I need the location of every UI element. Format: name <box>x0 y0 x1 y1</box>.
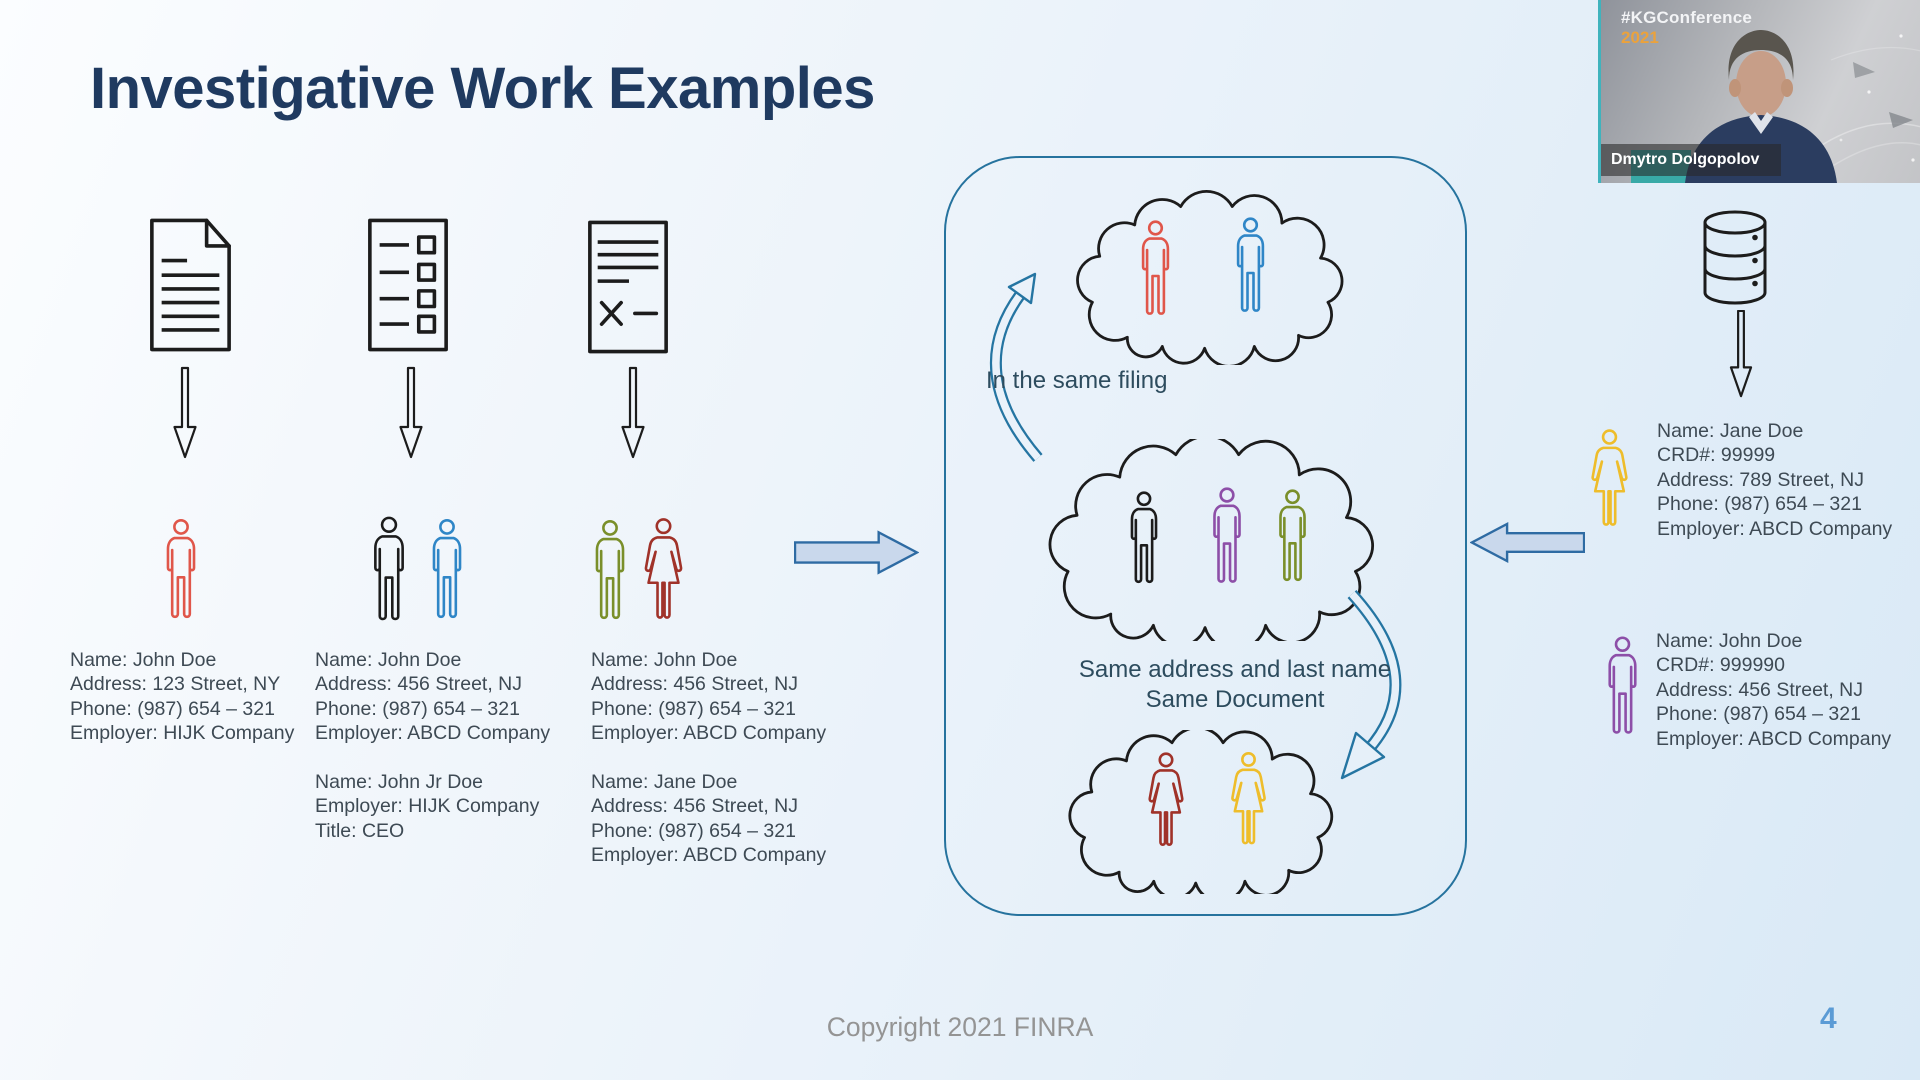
record-line: Address: 456 Street, NJ <box>591 795 799 818</box>
record-block: Name: John Doe Address: 456 Street, NJ P… <box>591 648 826 746</box>
paper-plane-icon <box>1889 112 1913 128</box>
record-line: Address: 123 Street, NY <box>70 673 281 696</box>
black-male-person-icon <box>367 510 411 632</box>
purple-male-person-icon <box>1206 487 1248 588</box>
record-line: Employer: ABCD Company <box>591 844 827 867</box>
purple-male-person-icon <box>1600 636 1645 739</box>
curved-arrow-icon <box>989 272 1043 462</box>
cloud-icon <box>1056 730 1350 894</box>
record-line: CRD#: 999990 <box>1656 654 1785 677</box>
record-line: Address: 456 Street, NJ <box>1656 678 1864 701</box>
record-line: Phone: (987) 654 – 321 <box>591 697 796 720</box>
black-male-person-icon <box>1124 491 1164 588</box>
curved-arrow-icon <box>1340 589 1402 780</box>
database-icon <box>1698 209 1772 306</box>
record-line: Name: John Doe <box>70 649 217 671</box>
down-arrow-icon <box>621 365 645 461</box>
cluster-label-same-filing: In the same filing <box>986 367 1168 394</box>
record-line: Address: 789 Street, NJ <box>1657 468 1865 491</box>
speaker-name-badge: Dmytro Dolgopolov <box>1601 144 1781 176</box>
green-male-person-icon <box>1272 489 1313 586</box>
record-line: Name: John Doe <box>315 649 462 671</box>
darkred-female-person-icon <box>640 510 687 632</box>
record-line: Employer: HIJK Company <box>315 795 540 818</box>
record-block: Name: John Doe Address: 456 Street, NJ P… <box>315 648 550 746</box>
record-block: Name: Jane Doe CRD#: 99999 Address: 789 … <box>1657 419 1892 541</box>
red-male-person-icon <box>160 510 202 632</box>
page-title: Investigative Work Examples <box>90 56 875 121</box>
down-arrow-icon <box>399 365 423 461</box>
cloud-icon <box>1074 188 1350 365</box>
record-line: Employer: ABCD Company <box>1657 517 1893 540</box>
record-line: Phone: (987) 654 – 321 <box>315 697 520 720</box>
record-block: Name: Jane Doe Address: 456 Street, NJ P… <box>591 770 826 868</box>
paper-plane-icon <box>1853 62 1875 78</box>
speaker-name: Dmytro Dolgopolov <box>1611 151 1760 168</box>
cluster-label-same-address: Same address and last name Same Document <box>1055 655 1415 715</box>
red-male-person-icon <box>1135 220 1176 320</box>
record-line: Name: Jane Doe <box>591 771 738 793</box>
document-strikethrough-icon <box>584 218 672 356</box>
right-block-arrow-icon <box>794 530 919 575</box>
record-line: CRD#: 99999 <box>1657 444 1776 467</box>
document-checklist-icon <box>364 216 452 354</box>
record-line: Employer: HIJK Company <box>70 722 295 745</box>
record-line: Name: John Doe <box>1656 630 1803 652</box>
blue-male-person-icon <box>1230 217 1271 317</box>
record-line: Phone: (987) 654 – 321 <box>1656 703 1861 726</box>
down-arrow-icon <box>1729 310 1753 398</box>
darkred-female-person-icon <box>1144 752 1188 851</box>
record-line: Employer: ABCD Company <box>315 722 551 745</box>
record-block: Name: John Doe Address: 123 Street, NY P… <box>70 648 294 746</box>
record-line: Name: John Jr Doe <box>315 771 483 793</box>
record-block: Name: John Doe CRD#: 999990 Address: 456… <box>1656 629 1891 751</box>
copyright-text: Copyright 2021 FINRA <box>826 1012 1094 1042</box>
yellow-female-person-icon <box>1227 751 1270 850</box>
record-block: Name: John Jr Doe Employer: HIJK Company… <box>315 770 539 843</box>
blue-male-person-icon <box>426 510 468 632</box>
record-line: Employer: ABCD Company <box>591 722 827 745</box>
green-male-person-icon <box>589 512 631 632</box>
yellow-female-person-icon <box>1587 428 1632 532</box>
resolution-panel <box>944 156 1467 916</box>
record-line: Name: John Doe <box>591 649 738 671</box>
record-line: Employer: ABCD Company <box>1656 727 1892 750</box>
cluster-label-line: Same Document <box>1145 686 1325 713</box>
cluster-label-line: Same address and last name <box>1078 656 1392 683</box>
down-arrow-icon <box>173 365 197 461</box>
speaker-video: #KGConference 2021 Dmytro Dolgopolov <box>1598 0 1920 183</box>
record-line: Phone: (987) 654 – 321 <box>1657 493 1862 516</box>
page-number: 4 <box>1820 1002 1837 1035</box>
conference-year: 2021 <box>1621 28 1659 47</box>
record-line: Address: 456 Street, NJ <box>315 673 523 696</box>
conference-hashtag: #KGConference <box>1621 8 1753 27</box>
left-block-arrow-icon <box>1470 521 1585 564</box>
record-line: Name: Jane Doe <box>1657 420 1804 442</box>
document-text-icon <box>146 216 234 354</box>
record-line: Phone: (987) 654 – 321 <box>70 697 275 720</box>
record-line: Title: CEO <box>315 819 405 842</box>
record-line: Address: 456 Street, NJ <box>591 673 799 696</box>
record-line: Phone: (987) 654 – 321 <box>591 819 796 842</box>
